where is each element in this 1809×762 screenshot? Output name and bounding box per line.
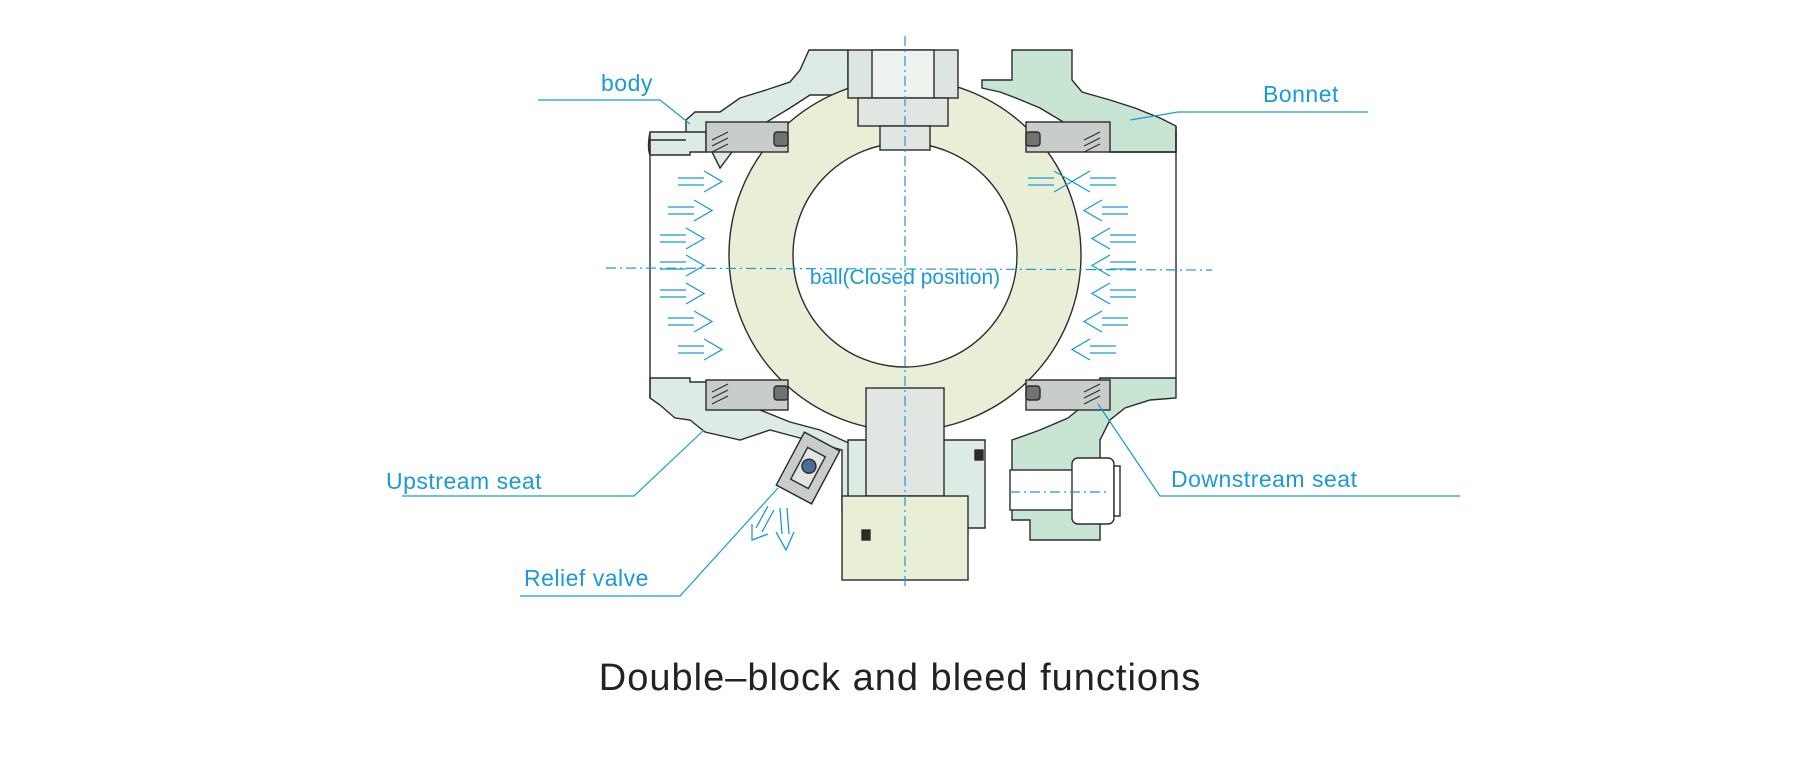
diagram-caption: Double–block and bleed functions (599, 657, 1201, 699)
relief-valve (775, 431, 841, 505)
label-ball: ball(Closed position) (810, 266, 1000, 289)
center-lines (605, 36, 1213, 590)
ball (728, 78, 1082, 432)
label-bonnet: Bonnet (1263, 81, 1339, 107)
pipe-flanges (649, 126, 1177, 398)
upstream-flow-arrows (660, 170, 724, 361)
label-relief-valve: Relief valve (524, 565, 649, 591)
label-upstream-seat: Upstream seat (386, 468, 542, 494)
downstream-seat (1025, 121, 1111, 411)
label-body: body (601, 70, 653, 96)
upstream-seat (705, 121, 789, 411)
bleed-discharge-arrows (751, 505, 795, 552)
downstream-flow-arrows (1028, 170, 1136, 361)
bleed-port (1009, 457, 1121, 525)
leader-lines (402, 99, 1460, 597)
label-downstream-seat: Downstream seat (1171, 466, 1358, 492)
